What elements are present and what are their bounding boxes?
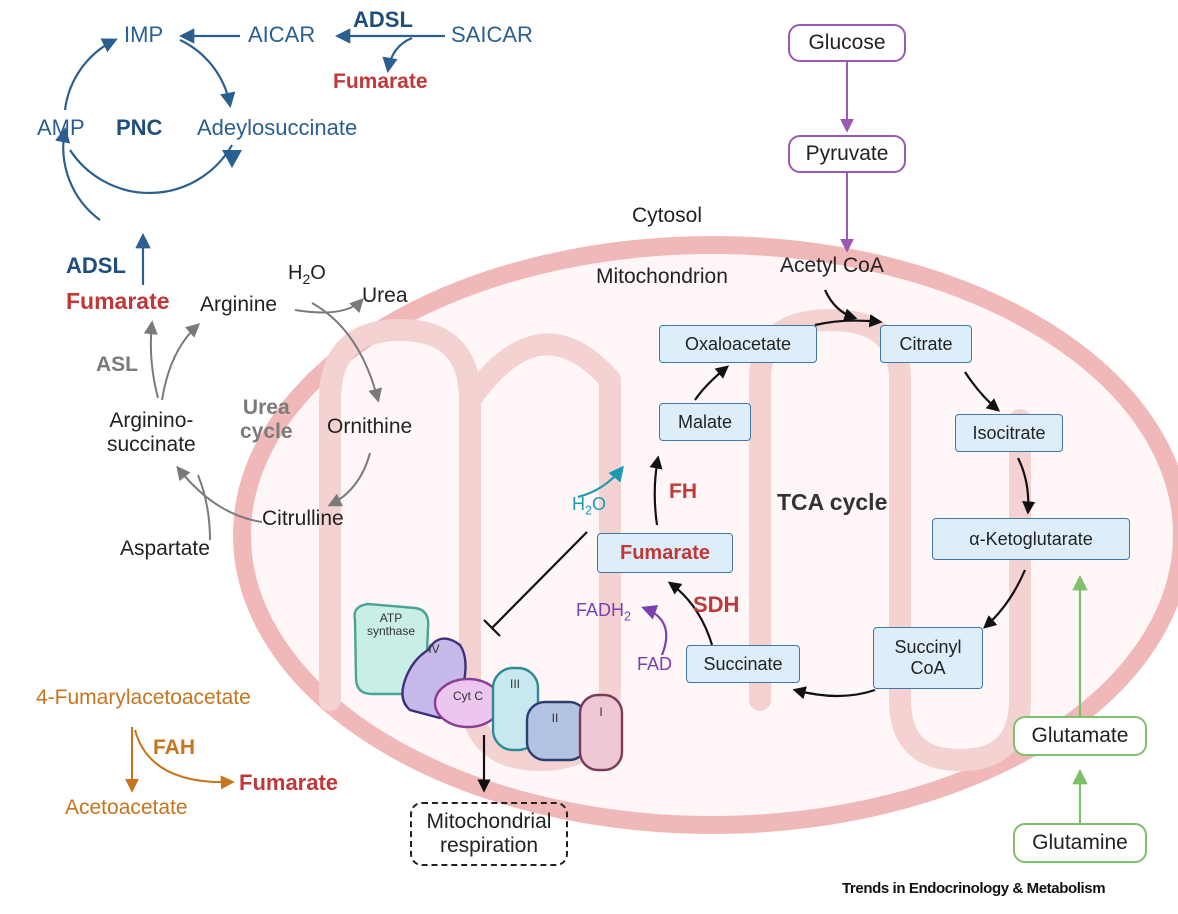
fah-label: FAH [153,736,195,759]
fumarate-pnc-label: Fumarate [333,70,428,93]
cytosol-label: Cytosol [632,204,703,227]
adenylosuccinate-arrowhead [222,150,242,168]
etc-complexes [353,602,624,772]
acetoacetate-label: Acetoacetate [65,796,188,819]
complex-iii-label: III [509,677,520,691]
fad-label: FAD [637,654,673,674]
imp-label: IMP [124,22,164,47]
urea-h2o-label: H2O [288,262,326,287]
acetyl-coa-label: Acetyl CoA [780,254,884,277]
amp-label: AMP [37,115,85,140]
glucose-node: Glucose [788,24,906,62]
malate-node: Malate [659,403,751,441]
citrulline-label: Citrulline [262,507,344,530]
arginine-label: Arginine [200,293,278,316]
complex-i-label: I [599,705,603,719]
tca-cycle-label: TCA cycle [777,489,888,515]
succinate-node: Succinate [686,645,800,683]
isocitrate-node: Isocitrate [955,414,1063,452]
fad-arrow [641,605,668,656]
adsl-top-label: ADSL [353,7,413,32]
complex-i-shape [578,693,624,772]
fadh2-label: FADH2 [576,600,632,624]
sdh-label: SDH [693,592,740,617]
tca-cycle-arrows [477,289,1036,793]
aspartate-label: Aspartate [120,537,210,560]
mitochondrion-label: Mitochondrion [596,265,728,288]
h2o-arrow [577,465,624,499]
urea-label: Urea [362,284,408,307]
glutamine-node: Glutamine [1013,823,1147,863]
citrate-node: Citrate [880,325,972,363]
journal-credit: Trends in Endocrinology & Metabolism [842,880,1106,897]
pnc-label: PNC [116,115,163,140]
ornithine-label: Ornithine [327,415,413,438]
argininosuccinate-label: Arginino-succinate [107,409,196,457]
tca-h2o-label: H2O [572,494,607,518]
urea-cycle-arrows [143,297,382,541]
pyruvate-node: Pyruvate [788,135,906,173]
saicar-label: SAICAR [451,22,533,47]
complex-ii-label: II [551,711,559,725]
pnc-cycle-arrows [55,28,445,285]
fh-label: FH [669,480,697,503]
asl-label: ASL [96,353,138,376]
cyt-c-label: Cyt C [453,689,483,703]
fumarate-urea-label: Fumarate [66,288,170,314]
adenylosuccinate-label: Adeylosuccinate [197,115,358,140]
fumarylacetoacetate-label: 4-Fumarylacetoacetate [36,686,251,709]
adsl-left-label: ADSL [66,253,126,278]
alpha-ketoglutarate-node: α-Ketoglutarate [932,518,1130,560]
glutamate-node: Glutamate [1013,716,1147,756]
complex-iv-label: IV [428,642,440,656]
oxaloacetate-node: Oxaloacetate [659,325,817,363]
fumarate-tca-node: Fumarate [597,533,733,573]
aicar-label: AICAR [248,22,316,47]
fah-arrows [125,727,235,793]
fumarate-fah-label: Fumarate [239,770,339,795]
